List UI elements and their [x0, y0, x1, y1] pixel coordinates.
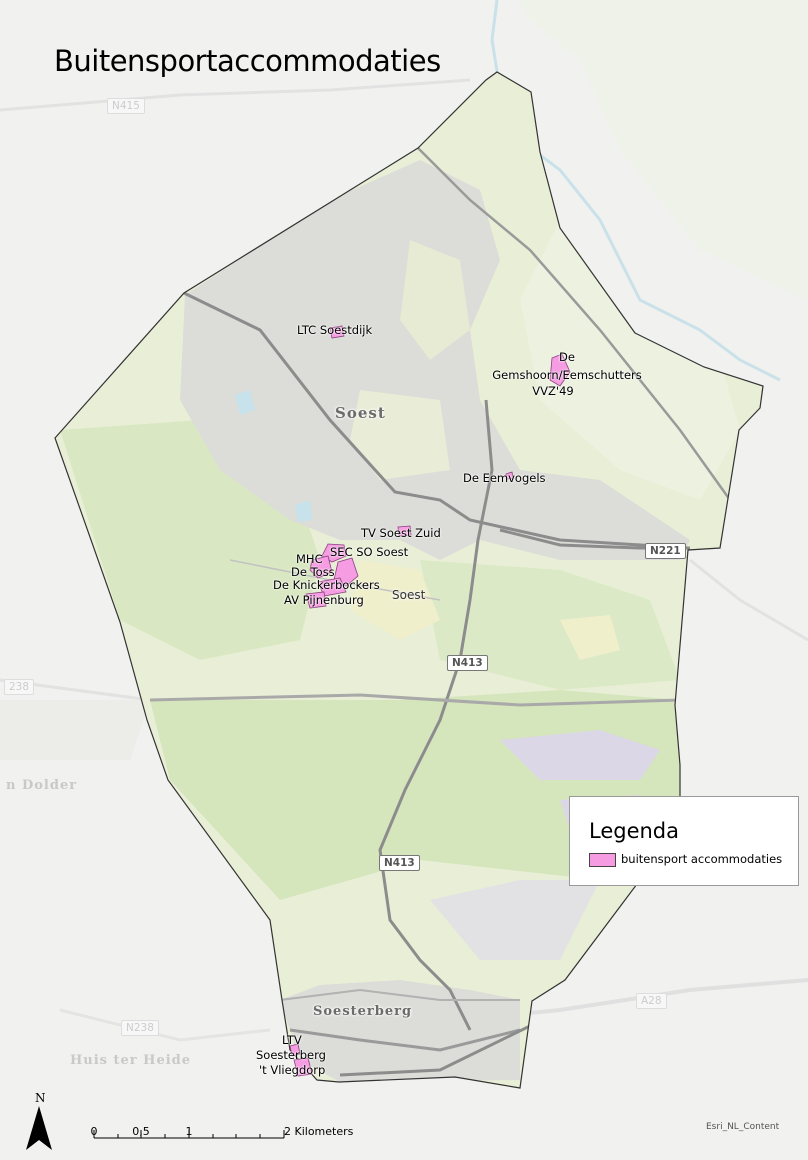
park-area: [400, 240, 470, 360]
place-soesterberg: Soesterberg: [313, 1004, 413, 1019]
sport-polygon-tv-soest-zuid: [397, 525, 412, 537]
sand-area: [560, 615, 620, 660]
road-n413: [378, 399, 494, 1031]
road-shield-n415: N415: [107, 98, 145, 114]
place-soest-label: Soest: [392, 588, 426, 602]
sport-polygon-ltc-soestdijk: [329, 325, 345, 339]
water: [295, 500, 312, 522]
label-soesterberg-club: Soesterberg: [256, 1048, 326, 1062]
sport-polygon-knickerbockers: [317, 577, 347, 597]
background-road-n415: [0, 78, 471, 112]
road-shield-238-edge: 238: [4, 679, 35, 695]
label-t-vliegdorp: 't Vliegdorp: [259, 1063, 326, 1077]
local-road: [279, 988, 520, 1001]
road-shield-n413-lower: N413: [379, 855, 420, 871]
water: [235, 390, 255, 415]
attribution-text: Esri_NL_Content: [706, 1122, 780, 1132]
sport-polygon-vliegdorp: [293, 1057, 313, 1077]
place-huis-ter-heide: Huis ter Heide: [70, 1053, 192, 1068]
polder-fields: [520, 220, 740, 500]
label-av-pijnenburg: AV Pijnenburg: [284, 593, 364, 607]
label-gemshoorn: Gemshoorn/Eemschutters: [492, 368, 642, 382]
sport-polygon-av-pijnenburg: [305, 591, 327, 609]
scalebar-label-1: 1: [185, 1125, 193, 1138]
scalebar-label-0-5: 0,5: [132, 1125, 150, 1138]
industrial-area: [430, 880, 600, 960]
scalebar: [93, 1130, 285, 1139]
label-ltc-soestdijk: LTC Soestdijk: [297, 323, 373, 337]
legend-swatch: [589, 853, 616, 867]
label-ltv: LTV: [282, 1033, 302, 1047]
sand-area: [350, 560, 440, 640]
north-arrow-icon: [26, 1106, 52, 1150]
place-soest: Soest: [335, 404, 386, 422]
place-den-dolder: n Dolder: [6, 778, 78, 793]
label-vvz49: VVZ'49: [532, 384, 574, 398]
scalebar-label-0: 0: [90, 1125, 98, 1138]
background-road-east: [689, 558, 808, 642]
restricted-area: [500, 730, 660, 780]
label-de: De: [559, 350, 575, 364]
park-area: [350, 390, 450, 480]
road-shield-n413-upper: N413: [447, 655, 488, 671]
north-arrow-label: N: [35, 1091, 46, 1105]
legend-box: Legenda buitensport accommodaties: [569, 796, 799, 886]
road-soesterberg: [289, 1028, 521, 1052]
railway-amersfoort: [183, 291, 689, 550]
label-tv-soest-zuid: TV Soest Zuid: [361, 526, 441, 540]
sport-polygon-gemshoorn: [549, 353, 571, 387]
scalebar-label-2: 2: [284, 1125, 291, 1138]
road-shield-n238: N238: [121, 1020, 159, 1036]
legend-item-label: buitensport accommodaties: [621, 852, 783, 866]
background-urban-area: [0, 700, 150, 760]
road-shield-n221: N221: [645, 543, 686, 559]
sport-polygon-mhc: [309, 555, 333, 579]
label-sec-so-soest: SEC SO Soest: [330, 545, 409, 559]
road-shield-a28: A28: [636, 993, 667, 1009]
sport-polygon-eemvogels: [505, 471, 514, 480]
map-title: Buitensportaccommodaties: [54, 44, 441, 78]
urban-area-soest: [180, 160, 690, 560]
background-river: [490, 0, 781, 382]
label-de-knickerbockers: De Knickerbockers: [273, 578, 380, 592]
legend-title: Legenda: [589, 819, 680, 843]
urban-area-soesterberg: [280, 980, 520, 1082]
sport-polygon-ltv: [289, 1043, 301, 1057]
scalebar-unit: Kilometers: [294, 1125, 354, 1138]
label-eemvogels: De Eemvogels: [463, 471, 546, 485]
background-road-n238: [59, 1008, 271, 1042]
label-mhc: MHC: [296, 552, 323, 566]
label-de-toss: De Toss: [291, 565, 335, 579]
road-a28-upper: [149, 693, 681, 707]
railway-baarn: [417, 147, 732, 501]
scalebar-label-2-kilometers: 2 Kilometers: [284, 1125, 353, 1138]
background-polder: [520, 0, 808, 300]
municipality-boundary: [54, 71, 764, 1089]
